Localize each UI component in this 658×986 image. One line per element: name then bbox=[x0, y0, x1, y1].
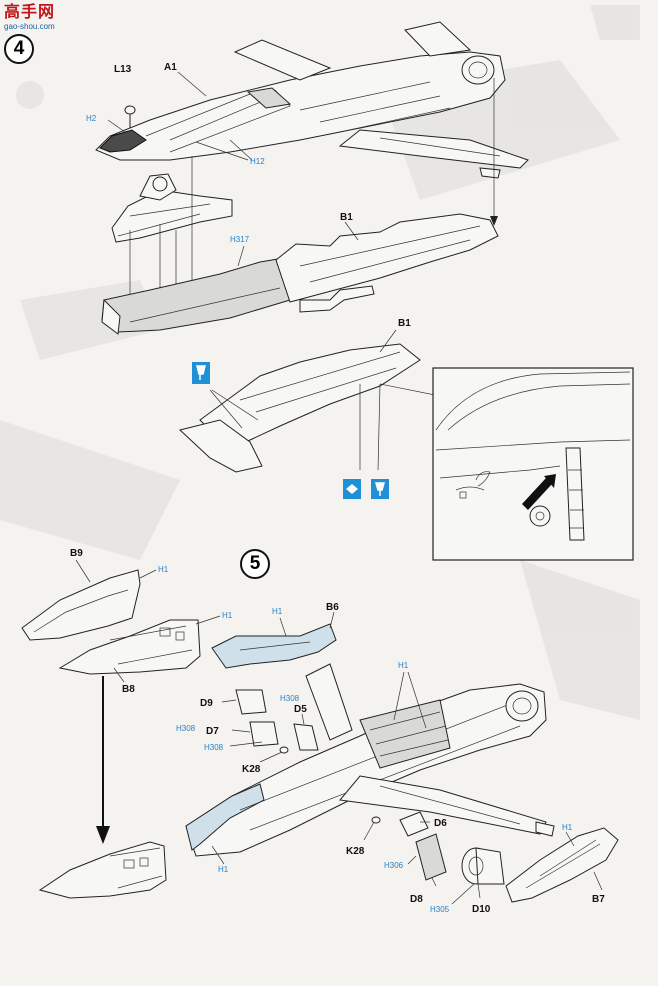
part-b1-detail bbox=[178, 329, 451, 473]
assembly-lines-step4 bbox=[129, 78, 498, 312]
option-icon bbox=[343, 479, 361, 499]
part-a1-upper-fuselage bbox=[95, 21, 529, 179]
glue-icon-2 bbox=[371, 479, 389, 499]
part-k28-right bbox=[363, 816, 381, 841]
part-main-fuselage bbox=[185, 663, 555, 857]
watermark: 高手网 gao-shou.com bbox=[4, 4, 84, 34]
label-b6: B6 bbox=[326, 602, 339, 613]
paint-h1-cockpit: H1 bbox=[398, 661, 409, 670]
watermark-logo: 高手网 bbox=[4, 4, 56, 21]
part-d5 bbox=[293, 713, 319, 751]
part-b1-lower-fuselage bbox=[101, 213, 499, 335]
paint-h12: H12 bbox=[250, 157, 265, 166]
label-d5: D5 bbox=[294, 704, 307, 715]
detail-inset bbox=[432, 367, 634, 561]
label-b7: B7 bbox=[592, 894, 605, 905]
part-k28-left bbox=[259, 746, 289, 763]
step-4-badge: 4 bbox=[4, 34, 34, 64]
part-b8-nose bbox=[58, 619, 201, 683]
paint-h308-c: H308 bbox=[204, 743, 224, 752]
label-d9: D9 bbox=[200, 698, 213, 709]
label-a1: A1 bbox=[164, 62, 177, 73]
watermark-url: gao-shou.com bbox=[4, 22, 55, 31]
label-b8: B8 bbox=[122, 684, 135, 695]
label-d8: D8 bbox=[410, 894, 423, 905]
step-4-number: 4 bbox=[13, 38, 25, 59]
part-b7 bbox=[505, 827, 619, 903]
label-b1-detail: B1 bbox=[398, 318, 411, 329]
paint-h1-b8: H1 bbox=[222, 611, 233, 620]
part-d6 bbox=[399, 811, 430, 837]
label-k28-right: K28 bbox=[346, 846, 365, 857]
paint-h1-fuselage: H1 bbox=[218, 865, 229, 874]
label-b1-top: B1 bbox=[340, 212, 353, 223]
part-b6-cover bbox=[211, 611, 337, 669]
paint-h308-a: H308 bbox=[280, 694, 300, 703]
label-d6: D6 bbox=[434, 818, 447, 829]
label-l13: L13 bbox=[114, 64, 132, 75]
paint-h317: H317 bbox=[230, 235, 250, 244]
paint-h306: H306 bbox=[384, 861, 404, 870]
paint-h308-b: H308 bbox=[176, 724, 196, 733]
part-d9 bbox=[221, 689, 267, 715]
paint-h1-b7: H1 bbox=[562, 823, 573, 832]
part-cockpit-seat bbox=[111, 173, 233, 243]
paint-h1-b6: H1 bbox=[272, 607, 283, 616]
label-d10: D10 bbox=[472, 904, 491, 915]
part-d10 bbox=[461, 847, 505, 899]
glue-icon bbox=[192, 362, 210, 384]
step-5-number: 5 bbox=[249, 553, 261, 574]
part-d7 bbox=[231, 721, 279, 747]
paint-h2: H2 bbox=[86, 114, 97, 123]
part-assembled-nose bbox=[38, 841, 167, 899]
label-d7: D7 bbox=[206, 726, 219, 737]
step-5-badge: 5 bbox=[240, 549, 270, 579]
label-b9: B9 bbox=[70, 548, 83, 559]
assembly-arrow-nose bbox=[96, 676, 110, 844]
label-k28-left: K28 bbox=[242, 764, 261, 775]
part-d8 bbox=[415, 833, 447, 887]
paint-h305: H305 bbox=[430, 905, 450, 914]
part-b9-radome-half bbox=[21, 559, 141, 641]
paint-h1-b9: H1 bbox=[158, 565, 169, 574]
